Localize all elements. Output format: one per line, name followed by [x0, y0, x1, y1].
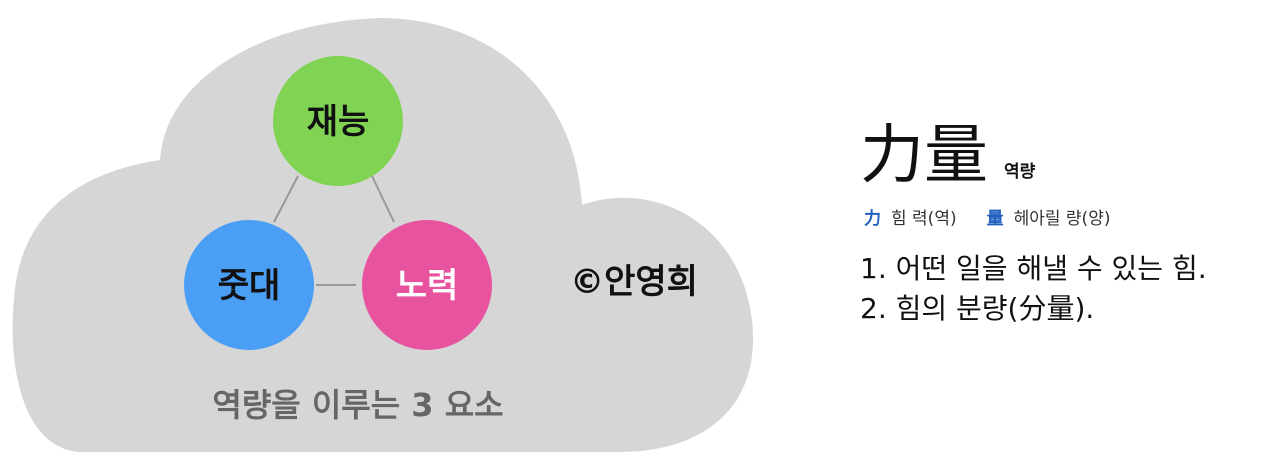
- diagram-caption: 역량을 이루는 3 요소: [212, 386, 503, 424]
- hanja-word: 力量: [860, 119, 988, 193]
- node-effort: 노력: [362, 220, 492, 350]
- node-connections: 줏대: [184, 220, 314, 350]
- connector-line-talent-effort: [371, 175, 395, 223]
- connector-line-talent-connections: [273, 175, 299, 223]
- hanja-part-meaning: 헤아릴 량(양): [1013, 209, 1111, 229]
- cloud-background: [12, 18, 754, 452]
- hanja-part-char: 力: [864, 209, 881, 229]
- meaning-item: 1. 어떤 일을 해낼 수 있는 힘.: [860, 252, 1207, 285]
- node-talent-label: 재능: [307, 102, 370, 142]
- hanja-part-meaning: 힘 력(역): [891, 209, 957, 229]
- node-connections-label: 줏대: [218, 266, 281, 306]
- meaning-item: 2. 힘의 분량(分量).: [860, 292, 1095, 325]
- node-talent-circle: [273, 56, 403, 186]
- copyright-text: ©안영희: [570, 262, 698, 302]
- node-effort-label: 노력: [396, 266, 459, 306]
- hanja-part-char: 量: [986, 209, 1004, 229]
- node-effort-circle: [362, 220, 492, 350]
- hanja-parts: 力 힘 력(역) 量 헤아릴 량(양): [860, 204, 1270, 229]
- node-connections-circle: [184, 220, 314, 350]
- meaning-list: 1. 어떤 일을 해낼 수 있는 힘. 2. 힘의 분량(分量).: [860, 249, 1270, 329]
- node-talent: 재능: [273, 56, 403, 186]
- definition-panel: 力量 역량 力 힘 력(역) 量 헤아릴 량(양) 1. 어떤 일을 해낼 수 …: [860, 118, 1270, 329]
- hanja-reading: 역량: [1004, 162, 1036, 182]
- hanja-title-row: 力量 역량: [860, 118, 1270, 194]
